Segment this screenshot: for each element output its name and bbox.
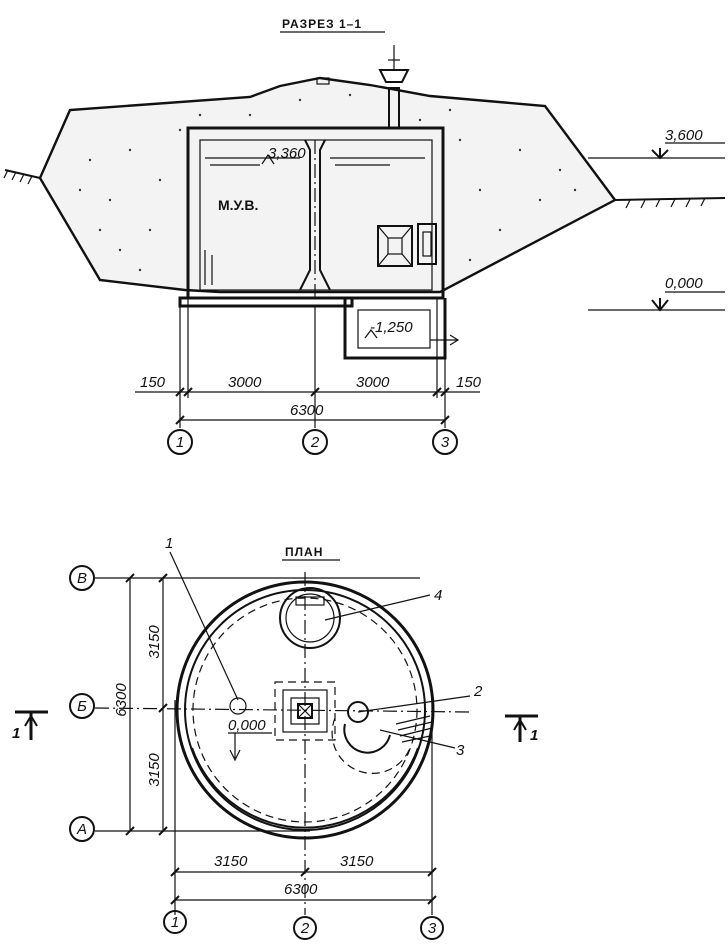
cut-mark-left: 1 [12, 710, 48, 742]
elev-water-label: 3,360 [268, 145, 306, 162]
dim-right-half: 3150 [340, 853, 374, 870]
svg-text:2: 2 [300, 920, 310, 937]
elev-top-arrow [651, 148, 669, 160]
dim-left-half: 3150 [214, 853, 248, 870]
inlet-head [378, 69, 410, 83]
section-title: РАЗРЕЗ 1–1 [282, 17, 362, 31]
vdim-ticks [125, 573, 168, 836]
svg-text:2: 2 [310, 434, 320, 451]
svg-text:1: 1 [12, 725, 20, 742]
dim-b: 3000 [356, 374, 390, 391]
ground-hatch-left [3, 169, 33, 185]
water-level-text: М.У.В. [218, 197, 258, 213]
tank-outer-circle [175, 580, 435, 840]
elev-water-marker [261, 153, 275, 165]
elev-top-label: 3,600 [665, 127, 703, 144]
svg-text:1: 1 [171, 914, 179, 931]
pipe-2 [347, 701, 369, 723]
ground-line-right [614, 197, 726, 201]
ladder [204, 250, 213, 285]
col-axis-bubble-2: 2 [293, 916, 317, 940]
small-vent [316, 77, 330, 85]
svg-text:3: 3 [441, 434, 450, 451]
col-axis-bubble-3: 3 [420, 916, 444, 940]
svg-text:Б: Б [77, 698, 87, 715]
drain-pit [343, 298, 447, 360]
earth-embankment [38, 76, 617, 294]
hdim-ticks [170, 867, 437, 905]
callout-4-leader [324, 594, 431, 621]
dim-right: 150 [456, 374, 482, 391]
axis-bubble-1: 1 [167, 429, 193, 455]
callout-1: 1 [165, 535, 173, 552]
callout-1-leader [169, 551, 239, 701]
tank-inner-circle [184, 589, 426, 831]
callout-2: 2 [473, 683, 483, 700]
elev-pit-label: -1,250 [370, 319, 413, 336]
elev-floor-arrow [229, 733, 241, 762]
axis-bubble-3: 3 [432, 429, 458, 455]
svg-text:В: В [77, 570, 87, 587]
floor-drain [229, 697, 247, 715]
dim-left: 150 [140, 374, 166, 391]
tank-lower-arc [191, 747, 419, 829]
soil-texture [78, 93, 577, 272]
drain-pit-inner [357, 309, 431, 349]
cut-mark-right: 1 [505, 714, 538, 744]
dim-a: 3000 [228, 374, 262, 391]
intake-square [274, 681, 336, 741]
plan-title: ПЛАН [285, 545, 323, 559]
elev-floor-label: 0,000 [228, 717, 266, 734]
center-partition [299, 139, 331, 291]
svg-text:А: А [76, 821, 87, 838]
svg-text:1: 1 [530, 727, 538, 744]
svg-text:3: 3 [428, 920, 437, 937]
callout-3-leader [379, 729, 456, 749]
plan-view: ПЛАН [12, 535, 538, 940]
col-axis-bubble-1: 1 [163, 910, 187, 934]
callout-4: 4 [434, 587, 442, 604]
dim-total: 6300 [290, 402, 324, 419]
row-axis-bubble-v: В [69, 565, 95, 591]
dim-bottom-half: 3150 [146, 753, 163, 787]
svg-text:1: 1 [176, 434, 184, 451]
pit-3-outline [331, 717, 411, 774]
ground-line-left [4, 169, 41, 179]
elev-ground-arrow [651, 298, 669, 312]
tank-dashed-circle [192, 597, 418, 823]
elev-ground-label: 0,000 [665, 275, 703, 292]
callout-3: 3 [456, 742, 465, 759]
inlet-pipe [388, 87, 400, 129]
row-axis-bubble-b: Б [69, 693, 95, 719]
elev-pit-marker [364, 329, 378, 339]
dim-top-half: 3150 [146, 625, 163, 659]
dim-width: 6300 [284, 881, 318, 898]
dim-height: 6300 [113, 683, 130, 717]
bottom-slab [178, 296, 354, 308]
intake-pyramid-icon [377, 223, 437, 267]
callout-2-leader [357, 695, 471, 713]
pit-3 [343, 723, 391, 754]
section-view: РАЗРЕЗ 1–1 [3, 17, 726, 455]
drain-outlet [430, 334, 460, 346]
axis-bubble-2: 2 [302, 429, 328, 455]
dim-ticks [175, 387, 450, 425]
ground-hatch-right [625, 197, 706, 209]
row-axis-bubble-a: А [69, 816, 95, 842]
tank-inner-wall [199, 139, 433, 291]
